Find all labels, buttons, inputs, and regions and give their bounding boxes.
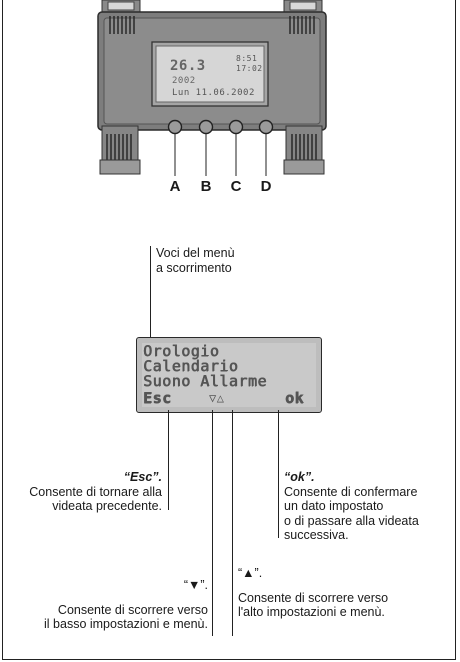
button-label-a: A xyxy=(169,178,181,195)
lcd-menu-item-alarm[interactable]: Suono Allarme xyxy=(143,372,267,390)
ok-annotation: “ok”. Consente di confermare un dato imp… xyxy=(284,470,419,543)
ok-annotation-line2: un dato impostato xyxy=(284,499,384,513)
lcd-softkey-arrows[interactable]: ▽△ xyxy=(209,391,225,405)
callout-menu-line2: a scorrimento xyxy=(156,260,232,275)
down-annotation-title: “▼”. xyxy=(183,578,208,592)
up-annotation-line1: Consente di scorrere verso xyxy=(238,590,389,605)
esc-annotation: “Esc”. Consente di tornare alla videata … xyxy=(29,470,162,514)
lcd-menu-item-clock[interactable]: Orologio xyxy=(143,342,220,360)
down-annotation: “▼”. Consente di scorrere verso il basso… xyxy=(44,578,208,632)
device-screen-line1-right: 8:51 xyxy=(236,54,258,63)
callout-top-line xyxy=(150,246,151,340)
esc-annotation-line2: videata precedente. xyxy=(52,499,162,513)
device-button-a[interactable] xyxy=(167,119,183,135)
callout-menu-scroll: Voci del menù a scorrimento xyxy=(156,246,235,275)
button-label-c: C xyxy=(230,178,242,195)
ok-annotation-line3: o di passare alla videata xyxy=(284,513,419,528)
device-screen-line3: 2002 xyxy=(172,76,196,86)
down-annotation-line2: il basso impostazioni e menù. xyxy=(44,617,208,631)
esc-annotation-title: “Esc”. xyxy=(123,470,162,484)
lcd-display: Orologio Calendario Suono Allarme Esc ▽△… xyxy=(136,337,322,413)
down-annotation-line1: Consente di scorrere verso xyxy=(57,602,208,617)
up-annotation: “▲”. Consente di scorrere verso l'alto i… xyxy=(238,566,388,620)
callout-menu-line1: Voci del menù xyxy=(156,246,235,260)
device-screen-line1-left: 26.3 xyxy=(170,58,206,74)
device-button-b[interactable] xyxy=(198,119,214,135)
down-leader-line xyxy=(212,410,213,636)
ok-annotation-line4: successiva. xyxy=(284,528,349,542)
up-annotation-line2: l'alto impostazioni e menù. xyxy=(238,605,385,619)
device-screen-line4: Lun 11.06.2002 xyxy=(172,88,255,98)
esc-leader-line xyxy=(168,410,169,510)
up-annotation-title: “▲”. xyxy=(238,566,263,580)
lcd-softkey-esc[interactable]: Esc xyxy=(143,389,172,407)
button-label-d: D xyxy=(260,178,272,195)
ok-annotation-title: “ok”. xyxy=(284,470,315,484)
lcd-softkey-ok[interactable]: ok xyxy=(285,389,305,407)
device-button-c[interactable] xyxy=(228,119,244,135)
device-button-d[interactable] xyxy=(258,119,274,135)
up-leader-line xyxy=(232,410,233,636)
ok-leader-line xyxy=(278,410,279,538)
esc-annotation-line1: Consente di tornare alla xyxy=(29,484,162,499)
button-label-b: B xyxy=(200,178,212,195)
device-screen-line2-right: 17:02 xyxy=(236,64,263,73)
lcd-menu-item-calendar[interactable]: Calendario xyxy=(143,357,239,375)
timer-device-illustration xyxy=(97,0,327,176)
ok-annotation-line1: Consente di confermare xyxy=(284,484,418,499)
